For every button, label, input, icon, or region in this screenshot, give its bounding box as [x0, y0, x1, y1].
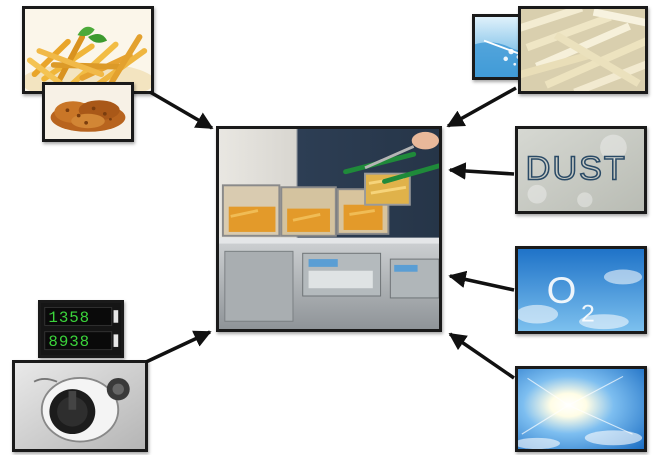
temperature-controller-photo: 1358 8938 — [38, 300, 124, 358]
lower-display-value: 8938 — [48, 333, 90, 351]
oxygen-subscript-text: 2 — [581, 301, 595, 328]
arrow-potato-to-fryer — [446, 86, 517, 128]
sunlight-photo — [515, 366, 647, 452]
oxygen-sky-photo: O 2 — [515, 246, 647, 334]
dust-photo: DUST — [515, 126, 647, 214]
french-fries-photo — [22, 6, 154, 94]
deep-fryer-photo — [216, 126, 442, 332]
oxygen-o-text: O — [547, 269, 577, 310]
arrow-dust-to-fryer — [448, 162, 515, 180]
arrow-oxygen-to-fryer — [448, 270, 515, 292]
upper-display-value: 1358 — [48, 309, 90, 327]
arrow-controller-to-fryer — [145, 330, 212, 364]
arrow-sunlight-to-fryer — [448, 332, 515, 380]
dust-text: DUST — [526, 150, 627, 188]
control-knob-photo — [12, 360, 148, 452]
arrow-fries-to-fryer — [149, 90, 214, 130]
fried-chicken-photo — [42, 82, 134, 142]
raw-potato-sticks-photo — [518, 6, 648, 94]
